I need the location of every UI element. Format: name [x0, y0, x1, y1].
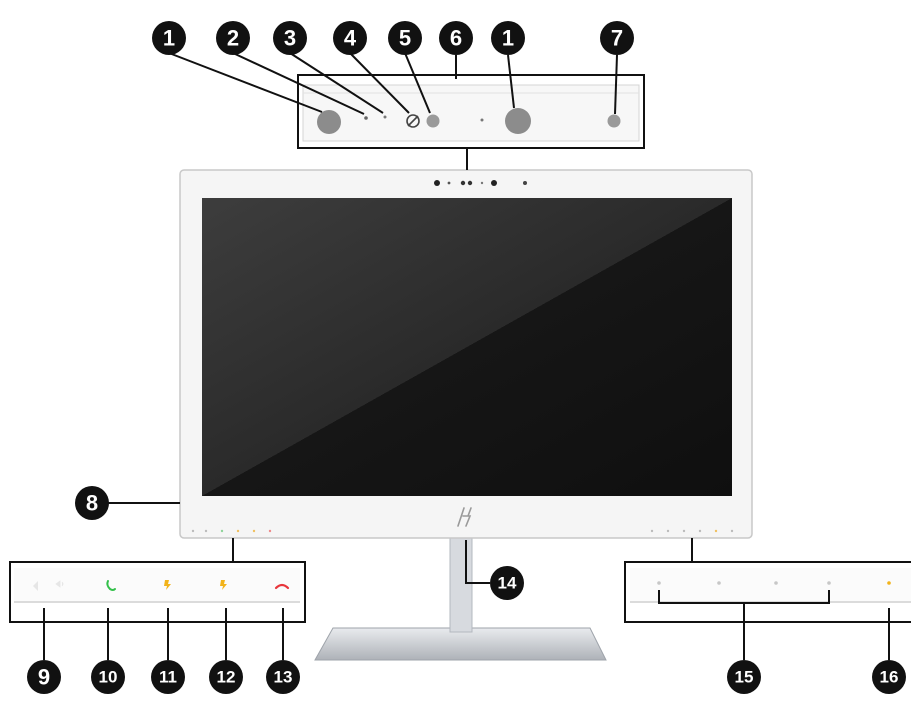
webcam-lens-icon — [505, 108, 531, 134]
callout-8: 8 — [75, 486, 109, 520]
svg-text:4: 4 — [344, 26, 357, 51]
callout-2: 2 — [216, 21, 250, 55]
svg-text:10: 10 — [99, 668, 118, 687]
monitor-screen — [202, 198, 732, 496]
call-buttons-inset — [9, 538, 306, 660]
sensor-dot-icon — [480, 118, 484, 122]
minus-button-icon[interactable] — [717, 581, 721, 585]
callout-9: 9 — [27, 660, 61, 694]
call-end-icon[interactable] — [274, 583, 290, 590]
bezel-bottom-right-buttons[interactable] — [650, 529, 734, 533]
callout-1: 1 — [152, 21, 186, 55]
webcam-detail-inset — [297, 74, 645, 170]
bezel-top-sensors — [434, 180, 527, 186]
menu-button-icon[interactable] — [657, 581, 661, 585]
volume-up-icon[interactable] — [55, 580, 64, 588]
callout-5: 5 — [388, 21, 422, 55]
callout-4: 4 — [333, 21, 367, 55]
callout-16: 16 — [872, 660, 906, 694]
indicator-light-icon — [383, 115, 387, 119]
leader-lines — [108, 52, 618, 584]
ambient-light-sensor-icon — [607, 114, 621, 128]
callout-13: 13 — [266, 660, 300, 694]
monitor — [179, 169, 753, 539]
infrared-camera-icon — [426, 114, 440, 128]
svg-text:9: 9 — [38, 665, 50, 690]
call-answer-icon[interactable] — [106, 580, 116, 591]
callout-14: 14 — [490, 566, 524, 600]
osd-buttons-inset — [624, 538, 911, 660]
svg-text:14: 14 — [498, 574, 517, 593]
svg-text:1: 1 — [502, 26, 514, 51]
svg-text:1: 1 — [163, 26, 175, 51]
power-button-icon[interactable] — [887, 581, 891, 585]
svg-text:2: 2 — [227, 26, 239, 51]
svg-text:15: 15 — [735, 668, 754, 687]
webcam-lens-icon — [317, 110, 341, 134]
privacy-shutter-icon[interactable] — [406, 114, 420, 128]
callout-10: 10 — [91, 660, 125, 694]
callout-3: 3 — [273, 21, 307, 55]
svg-text:5: 5 — [399, 26, 411, 51]
svg-text:8: 8 — [86, 491, 98, 516]
bezel-bottom-left-buttons[interactable] — [191, 529, 272, 533]
stand-base — [314, 627, 607, 661]
svg-text:16: 16 — [880, 668, 899, 687]
callout-12: 12 — [209, 660, 243, 694]
callout-7: 7 — [600, 21, 634, 55]
svg-text:7: 7 — [611, 26, 623, 51]
callout-15: 15 — [727, 660, 761, 694]
callout-11: 11 — [151, 660, 185, 694]
svg-text:3: 3 — [284, 26, 296, 51]
hp-logo-icon — [457, 507, 472, 527]
microphone-icon — [364, 116, 368, 120]
svg-text:12: 12 — [217, 668, 236, 687]
plus-button-icon[interactable] — [774, 581, 778, 585]
callout-6: 6 — [439, 21, 473, 55]
svg-text:13: 13 — [274, 668, 293, 687]
input-button-icon[interactable] — [827, 581, 831, 585]
volume-icon[interactable] — [33, 581, 38, 591]
callout-1-right: 1 — [491, 21, 525, 55]
microphone-mute-icon[interactable] — [164, 580, 171, 590]
svg-text:11: 11 — [159, 668, 177, 687]
svg-text:6: 6 — [450, 26, 462, 51]
camera-off-icon[interactable] — [220, 580, 227, 590]
